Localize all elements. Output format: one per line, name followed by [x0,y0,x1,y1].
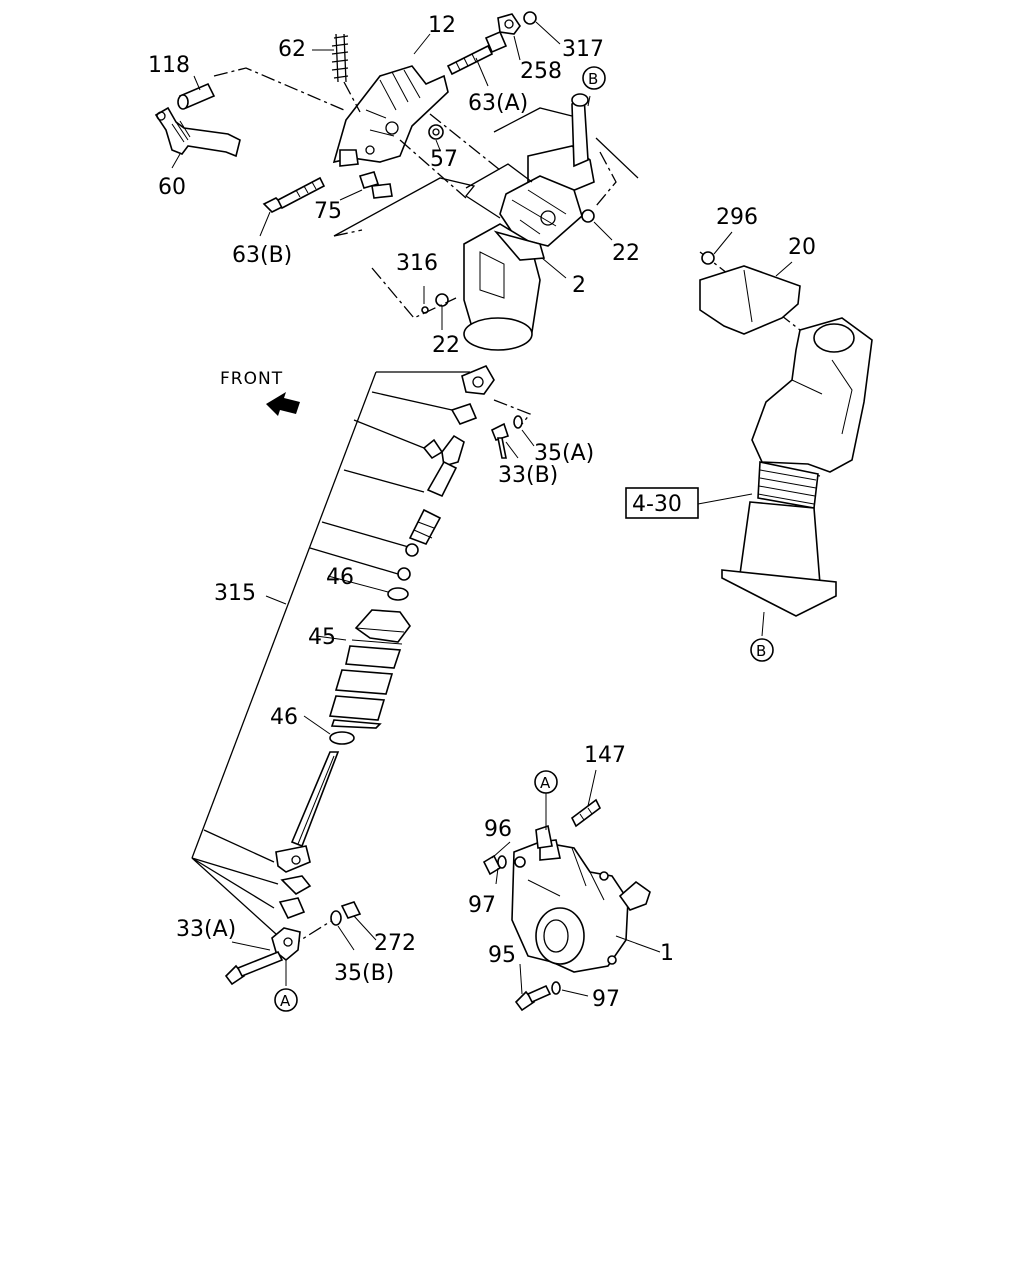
front-label: FRONT [220,369,283,389]
bolt-95 [514,984,552,1012]
label-35b: 35(B) [334,961,394,986]
label-57: 57 [430,147,458,172]
label-35a: 35(A) [534,441,594,466]
label-1: 1 [660,941,674,966]
slip-shaft-upper [408,434,465,545]
label-45: 45 [308,625,336,650]
label-95: 95 [488,943,516,968]
label-258: 258 [520,59,562,84]
spider-joint-upper [450,403,478,425]
callout-a-bottom: A [274,988,298,1012]
washer-258 [497,13,521,35]
nut-317 [523,11,537,25]
spring-62 [331,33,349,83]
label-118: 118 [148,53,190,78]
label-60: 60 [158,175,186,200]
label-20: 20 [788,235,816,260]
lower-shaft [271,751,340,962]
callout-a-bottom-letter: A [280,992,291,1010]
callout-b-top-letter: B [588,70,598,88]
label-147: 147 [584,743,626,768]
leader-lines [171,21,793,997]
callout-a-top: A [534,770,558,794]
label-2: 2 [572,273,586,298]
stud-147 [570,798,602,828]
bolt-33b [490,422,510,459]
reference-box-label: 4-30 [632,492,682,517]
label-22-lower: 22 [432,333,460,358]
reference-4-30[interactable]: 4-30 [625,487,699,519]
bolt-63b [262,176,326,213]
callout-a-top-letter: A [540,774,551,792]
clamp-46-upper [387,587,409,601]
cover-20 [699,251,801,335]
clamp-46-lower [329,731,355,745]
bushing-118 [177,82,216,110]
tilt-bracket-12 [332,65,449,167]
label-315: 315 [214,581,256,606]
label-316: 316 [396,251,438,276]
intermediate-shaft-bracket-lines [191,371,532,949]
lower-boot-bellows [721,461,837,617]
washer-97-upper [497,855,507,869]
label-97-lower: 97 [592,987,620,1012]
steering-gearbox-1 [511,824,651,973]
bolt-33a [224,950,284,986]
nut-57 [428,124,444,140]
upper-yoke [461,364,495,395]
nut-center [397,543,419,581]
label-62: 62 [278,37,306,62]
bolt-63a [446,30,508,76]
label-63a: 63(A) [468,91,528,116]
label-96: 96 [484,817,512,842]
callout-b-right: B [750,638,774,662]
washer-35a [513,415,523,429]
label-272: 272 [374,931,416,956]
washer-97-lower [551,981,561,995]
label-63b: 63(B) [232,243,292,268]
nut-272 [340,901,362,919]
label-97-upper: 97 [468,893,496,918]
lower-column-housing-2 [421,223,546,351]
callout-b-right-letter: B [756,642,766,660]
washer-35b [330,910,342,926]
label-46-upper: 46 [326,565,354,590]
label-33b: 33(B) [498,463,558,488]
label-296: 296 [716,205,758,230]
bolt-75 [358,171,393,199]
upper-column-assembly [499,93,595,247]
label-317: 317 [562,37,604,62]
tilt-lever-60 [154,106,241,158]
boot-45 [328,609,411,729]
label-33a: 33(A) [176,917,236,942]
callout-b-top: B [582,66,606,90]
label-12: 12 [428,13,456,38]
front-direction-indicator: FRONT [220,369,300,416]
part-labels: 12 62 317 258 118 63(A) 57 60 75 63(B) 2… [148,13,816,1012]
label-46-lower: 46 [270,705,298,730]
label-75: 75 [314,199,342,224]
front-arrow-icon [266,392,300,416]
label-22-upper: 22 [612,241,640,266]
column-boot-cover [751,317,873,477]
